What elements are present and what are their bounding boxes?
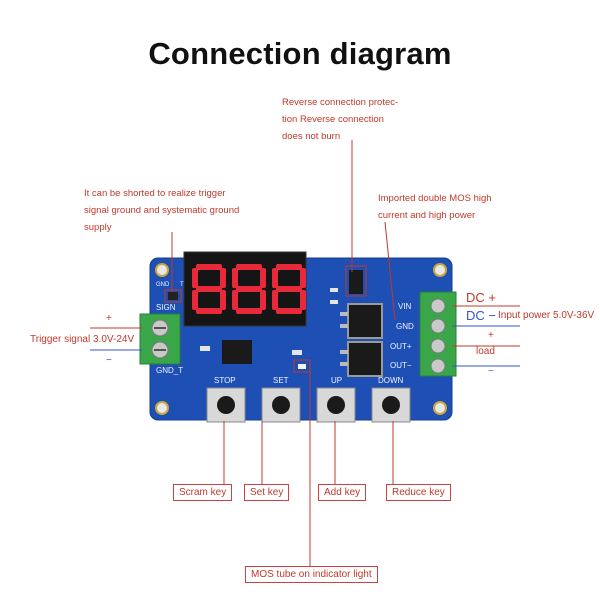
t-silk: T (180, 282, 184, 288)
load-minus: − (488, 366, 494, 377)
down-silk: DOWN (378, 376, 404, 385)
mos-note-line2: current and high power (378, 210, 476, 221)
trigger-signal-label: Trigger signal 3.0V-24V (30, 334, 135, 345)
up-silk: UP (331, 376, 343, 385)
mosfet-1 (347, 303, 383, 339)
mount-hole-tl (155, 263, 169, 277)
ground-note-line1: It can be shorted to realize trigger (84, 188, 226, 199)
gnd-t-silk: GND_T (156, 366, 184, 375)
load-label: load (476, 346, 495, 357)
optocoupler-chip (222, 340, 252, 364)
dc-plus-label: DC + (466, 290, 496, 305)
buttons (206, 387, 411, 423)
mos-note-line1: Imported double MOS high (378, 193, 492, 204)
reverse-note-line2: tion Reverse connection (282, 114, 384, 125)
mount-hole-bl (155, 401, 169, 415)
gnd-silk: GND (156, 282, 170, 288)
reduce-key-label: Reduce key (386, 484, 451, 501)
protection-diode (349, 270, 363, 294)
reverse-note-line1: Reverse connection protec- (282, 97, 399, 108)
out-plus-silk: OUT+ (390, 342, 412, 351)
gnd-silk-right: GND (396, 322, 414, 331)
ground-note-line3: supply (84, 222, 112, 233)
stop-silk: STOP (214, 376, 236, 385)
mos-indicator-label: MOS tube on indicator light (245, 566, 378, 583)
reverse-note-line3: does not burn (282, 131, 341, 142)
dc-minus-label: DC − (466, 308, 496, 323)
input-power-label: Input power 5.0V-36V (498, 310, 595, 321)
page-title: Connection diagram (148, 36, 452, 71)
ground-note-line2: signal ground and systematic ground (84, 205, 240, 216)
display-digits (192, 264, 306, 314)
set-key-label: Set key (244, 484, 290, 501)
mount-hole-br (433, 401, 447, 415)
out-minus-silk: OUT− (390, 361, 412, 370)
vin-silk: VIN (398, 302, 412, 311)
ground-jumper (168, 292, 178, 300)
mos-indicator-led (298, 364, 306, 369)
load-plus: + (488, 330, 494, 341)
ground-short-note: It can be shorted to realize trigger sig… (84, 185, 239, 236)
set-silk: SET (273, 376, 289, 385)
trigger-plus: + (106, 313, 112, 324)
scram-key-label: Scram key (173, 484, 233, 501)
trigger-minus: − (106, 355, 112, 366)
add-key-label: Add key (318, 484, 367, 501)
double-mos-note: Imported double MOS high current and hig… (378, 190, 492, 224)
sign-silk: SIGN (156, 303, 176, 312)
mount-hole-tr (433, 263, 447, 277)
reverse-protection-note: Reverse connection protec- tion Reverse … (282, 94, 398, 145)
mosfet-2 (347, 341, 383, 377)
